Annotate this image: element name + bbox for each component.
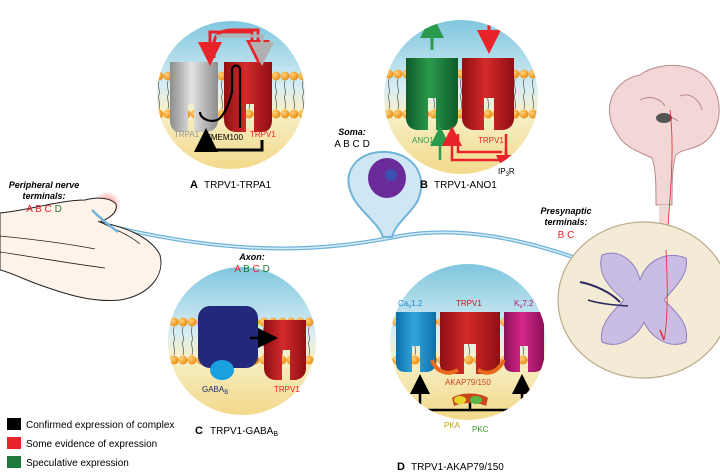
legend: Confirmed expression of complex Some evi… (7, 418, 174, 469)
label-trpv1-a: TRPV1 (250, 130, 276, 139)
peripheral-title-1: Peripheral nerve (9, 180, 80, 190)
panel-b-letter: B (420, 179, 428, 191)
soma-title: Soma: (338, 127, 366, 137)
presynaptic-title-1: Presynaptic (540, 206, 591, 216)
label-trpa1: TRPA1 (174, 130, 200, 139)
hand-illustration (0, 191, 162, 301)
presynaptic-title-2: terminals: (544, 217, 587, 227)
label-pka: PKA (444, 421, 461, 430)
neuron-illustration (117, 150, 641, 284)
panel-a: TRPA1 TMEM100 TRPV1 A TRPV1-TRPA1 (157, 21, 305, 191)
label-ano1: ANO1 (412, 136, 434, 145)
legend-swatch-some (7, 437, 21, 449)
trpa1-channel (170, 62, 218, 132)
legend-swatch-confirmed (7, 418, 21, 430)
presynaptic-letters: B C (558, 230, 575, 241)
arrow-akap-left (410, 374, 472, 412)
panel-c-title: TRPV1-GABAB (210, 426, 278, 438)
label-pkc: PKC (472, 425, 489, 434)
spinal-cord-illustration (557, 221, 720, 379)
arrow-ip3r-loop-b (456, 134, 502, 154)
trpv1-channel-b (462, 58, 514, 130)
label-trpv1-b: TRPV1 (478, 136, 504, 145)
axon-letters: A B C D (234, 264, 270, 275)
label-trpv1-c: TRPV1 (274, 385, 300, 394)
panel-d-letter: D (397, 461, 405, 473)
gaba-b-receptor (198, 306, 258, 368)
label-akap: AKAP79/150 (445, 378, 491, 387)
legend-label-speculative: Speculative expression (26, 458, 129, 469)
region-soma: Soma: A B C D (334, 127, 370, 150)
region-presynaptic: Presynaptic terminals: B C (540, 206, 591, 241)
label-kv72: Kv7.2 (514, 299, 534, 310)
panel-d: Cav1.2 TRPV1 Kv7.2 AKAP79/150 PKA PKC D … (390, 264, 546, 473)
axon-title: Axon: (238, 252, 265, 262)
arrow-tmem-feedback (194, 128, 264, 152)
ano1-channel (406, 58, 458, 130)
label-gaba-b: GABAB (202, 385, 228, 396)
tmem100-loop (198, 64, 242, 128)
kv72-channel (504, 312, 544, 372)
legend-label-some: Some evidence of expression (26, 439, 157, 450)
soma-letters: A B C D (334, 139, 370, 150)
brain-illustration (609, 64, 720, 251)
panel-a-title: TRPV1-TRPA1 (204, 180, 271, 191)
peripheral-letters: A B C D (26, 204, 62, 215)
peripheral-title-2: terminals: (22, 191, 65, 201)
panel-b: ANO1 TRPV1 IP3R B TRPV1-ANO1 (384, 20, 538, 191)
panel-c: GABAB TRPV1 C TRPV1-GABAB (168, 267, 316, 438)
arrow-trpa1-to-trpv1 (216, 34, 274, 66)
panel-b-title: TRPV1-ANO1 (434, 180, 497, 191)
region-peripheral: Peripheral nerve terminals: A B C D (9, 180, 80, 215)
label-cav12: Cav1.2 (398, 299, 423, 310)
arrow-ip3r-loop-a (442, 126, 508, 162)
label-ip3r: IP3R (498, 167, 515, 178)
panel-d-title: TRPV1-AKAP79/150 (411, 462, 504, 473)
legend-label-confirmed: Confirmed expression of complex (26, 420, 174, 431)
label-trpv1-d: TRPV1 (456, 299, 482, 308)
region-axon: Axon: A B C D (234, 252, 270, 275)
panel-c-letter: C (195, 425, 203, 437)
label-tmem100: TMEM100 (206, 133, 243, 142)
cav12-channel (396, 312, 436, 372)
legend-swatch-speculative (7, 456, 21, 468)
trpv1-channel-d (440, 312, 500, 374)
panel-a-letter: A (190, 179, 198, 191)
trpv1-channel-a (224, 62, 272, 132)
